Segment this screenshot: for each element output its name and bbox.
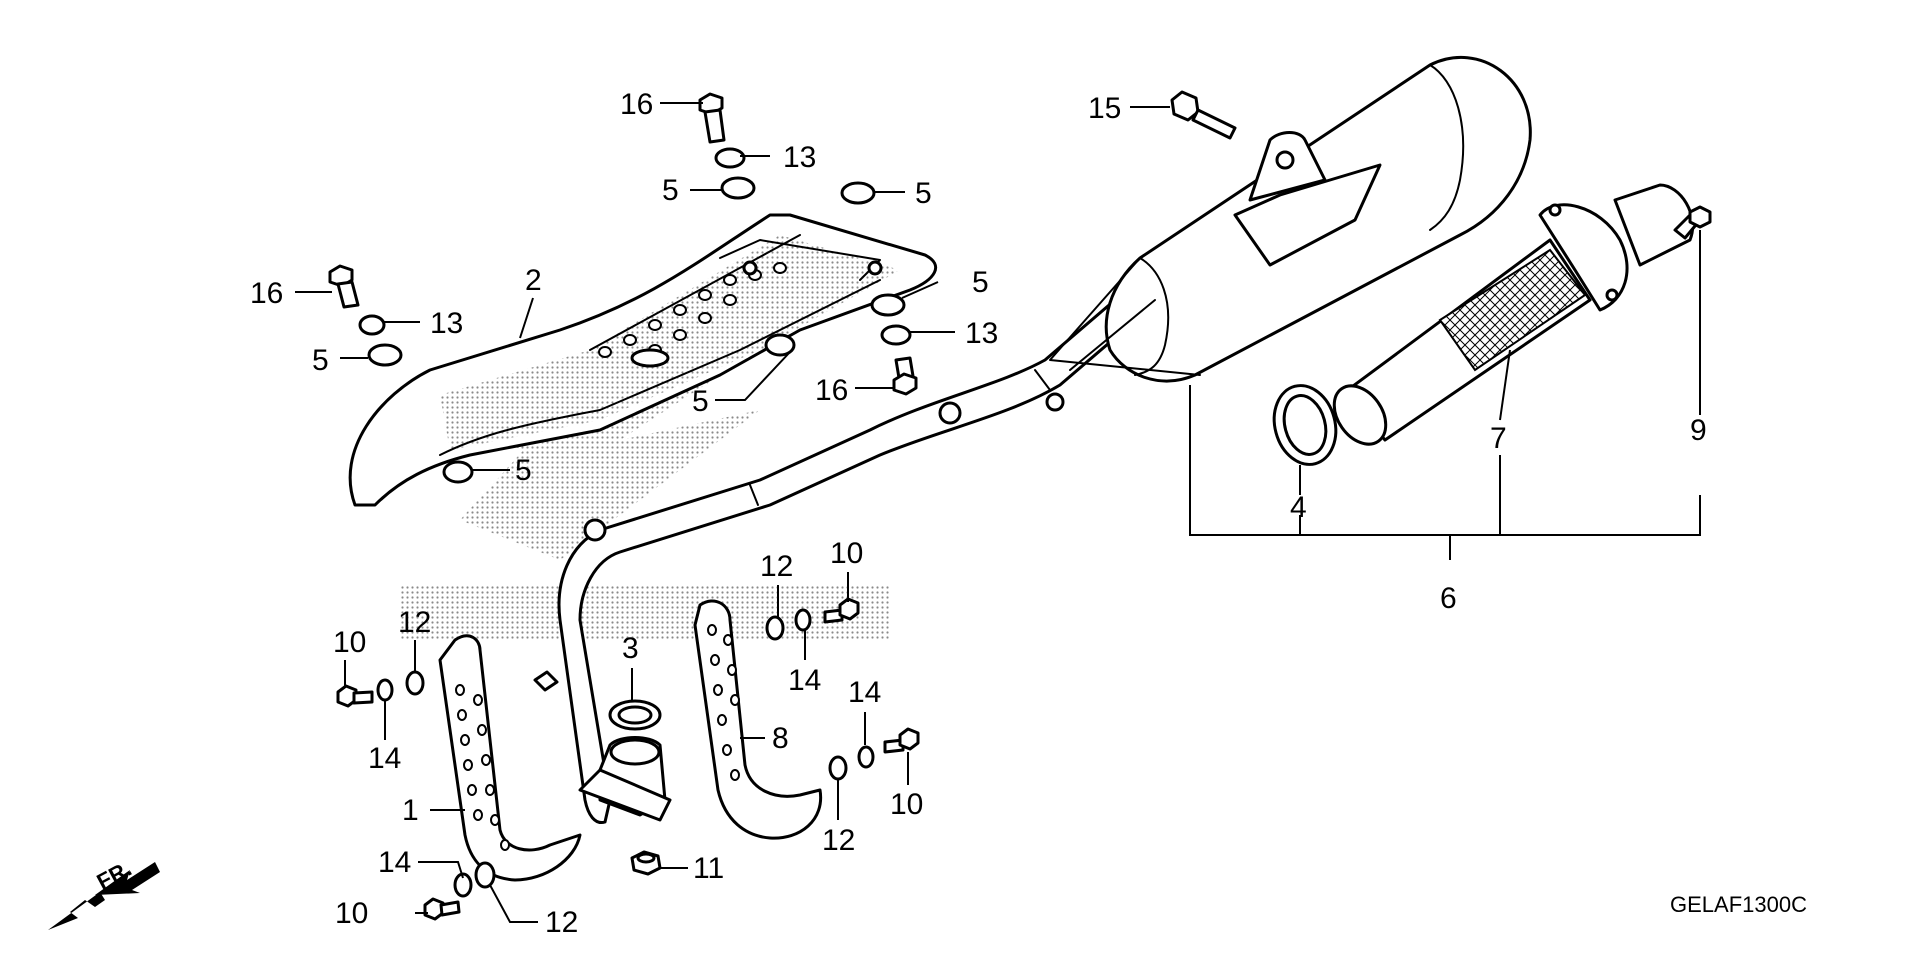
protector-8-holes [707,624,740,781]
diagram-code: GELAF1300C [1670,892,1807,917]
callout-13: 13 [430,307,463,340]
washer-5-right[interactable] [870,293,906,317]
heat-shield-vent-holes [598,262,787,358]
hardware [328,92,920,921]
callout-14: 14 [848,676,881,709]
callout-10: 10 [890,788,923,821]
callout-6: 6 [1440,582,1457,615]
callout-12: 12 [398,606,431,639]
washer-14-right-bottom[interactable] [857,745,875,769]
muffler[interactable] [1049,55,1532,383]
screw-9[interactable] [1673,205,1712,240]
callout-5: 5 [312,344,329,377]
callout-10: 10 [333,626,366,659]
washer-12-right-bottom[interactable] [828,755,848,781]
bolt-16-left[interactable] [328,264,360,309]
washer-13-right[interactable] [880,324,912,346]
bolt-10-bottom[interactable] [423,897,461,921]
callout-13: 13 [783,141,816,174]
callout-12: 12 [760,550,793,583]
bolt-16-mid[interactable] [892,356,918,396]
callout-4: 4 [1290,491,1307,524]
callout-5: 5 [972,266,989,299]
callout-labels: 16 13 5 5 15 16 2 13 5 5 13 16 5 5 4 7 9… [250,88,1707,939]
callout-12: 12 [545,906,578,939]
washer-5-center[interactable] [764,333,796,357]
bolt-15[interactable] [1170,90,1237,140]
flange-gasket-3[interactable] [578,699,672,822]
washer-5-left[interactable] [367,343,403,367]
washer-5-top-right[interactable] [840,181,876,205]
protector-1-holes [455,684,510,851]
callout-15: 15 [1088,92,1121,125]
callout-3: 3 [622,632,639,665]
callout-16: 16 [250,277,283,310]
callout-11: 11 [693,852,724,885]
callout-5: 5 [915,177,932,210]
callout-9: 9 [1690,414,1707,447]
pipe-protector-8[interactable] [693,599,823,840]
callout-13: 13 [965,317,998,350]
washer-14-right-top[interactable] [794,608,812,632]
washer-5-lower[interactable] [442,460,474,484]
heat-shield-upper[interactable] [348,213,938,507]
washer-14-left[interactable] [376,678,394,702]
callout-14: 14 [378,846,411,879]
gasket-4[interactable] [1266,379,1345,472]
callout-5: 5 [662,174,679,207]
callout-10: 10 [335,897,368,930]
washer-12-left[interactable] [405,670,425,696]
callout-5: 5 [692,385,709,418]
nut-11[interactable] [630,850,662,876]
bolt-10-right-bottom[interactable] [883,727,920,754]
washer-5-top[interactable] [720,176,756,200]
callout-5: 5 [515,454,532,487]
tailpipe-7[interactable] [1324,183,1695,454]
callout-8: 8 [772,722,789,755]
callout-7: 7 [1490,422,1507,455]
front-direction-arrow: FR. [48,856,160,930]
callout-14: 14 [788,664,821,697]
pipe-protector-1[interactable] [438,634,582,882]
washer-13-top[interactable] [714,147,746,169]
leader-lines [295,102,1701,923]
bolt-10-left[interactable] [336,684,374,708]
washer-13-left[interactable] [358,314,386,336]
callout-10: 10 [830,537,863,570]
callout-16: 16 [815,374,848,407]
callout-2: 2 [525,264,542,297]
exhaust-pipe[interactable] [533,268,1167,825]
callout-12: 12 [822,824,855,857]
callout-1: 1 [402,794,419,827]
washer-14-bottom[interactable] [453,872,473,898]
bolt-10-right-top[interactable] [823,597,860,624]
callout-16: 16 [620,88,653,121]
washer-12-right-top[interactable] [765,615,785,641]
washer-12-bottom[interactable] [474,861,496,889]
bolt-16-top[interactable] [698,92,726,144]
callout-14: 14 [368,742,401,775]
